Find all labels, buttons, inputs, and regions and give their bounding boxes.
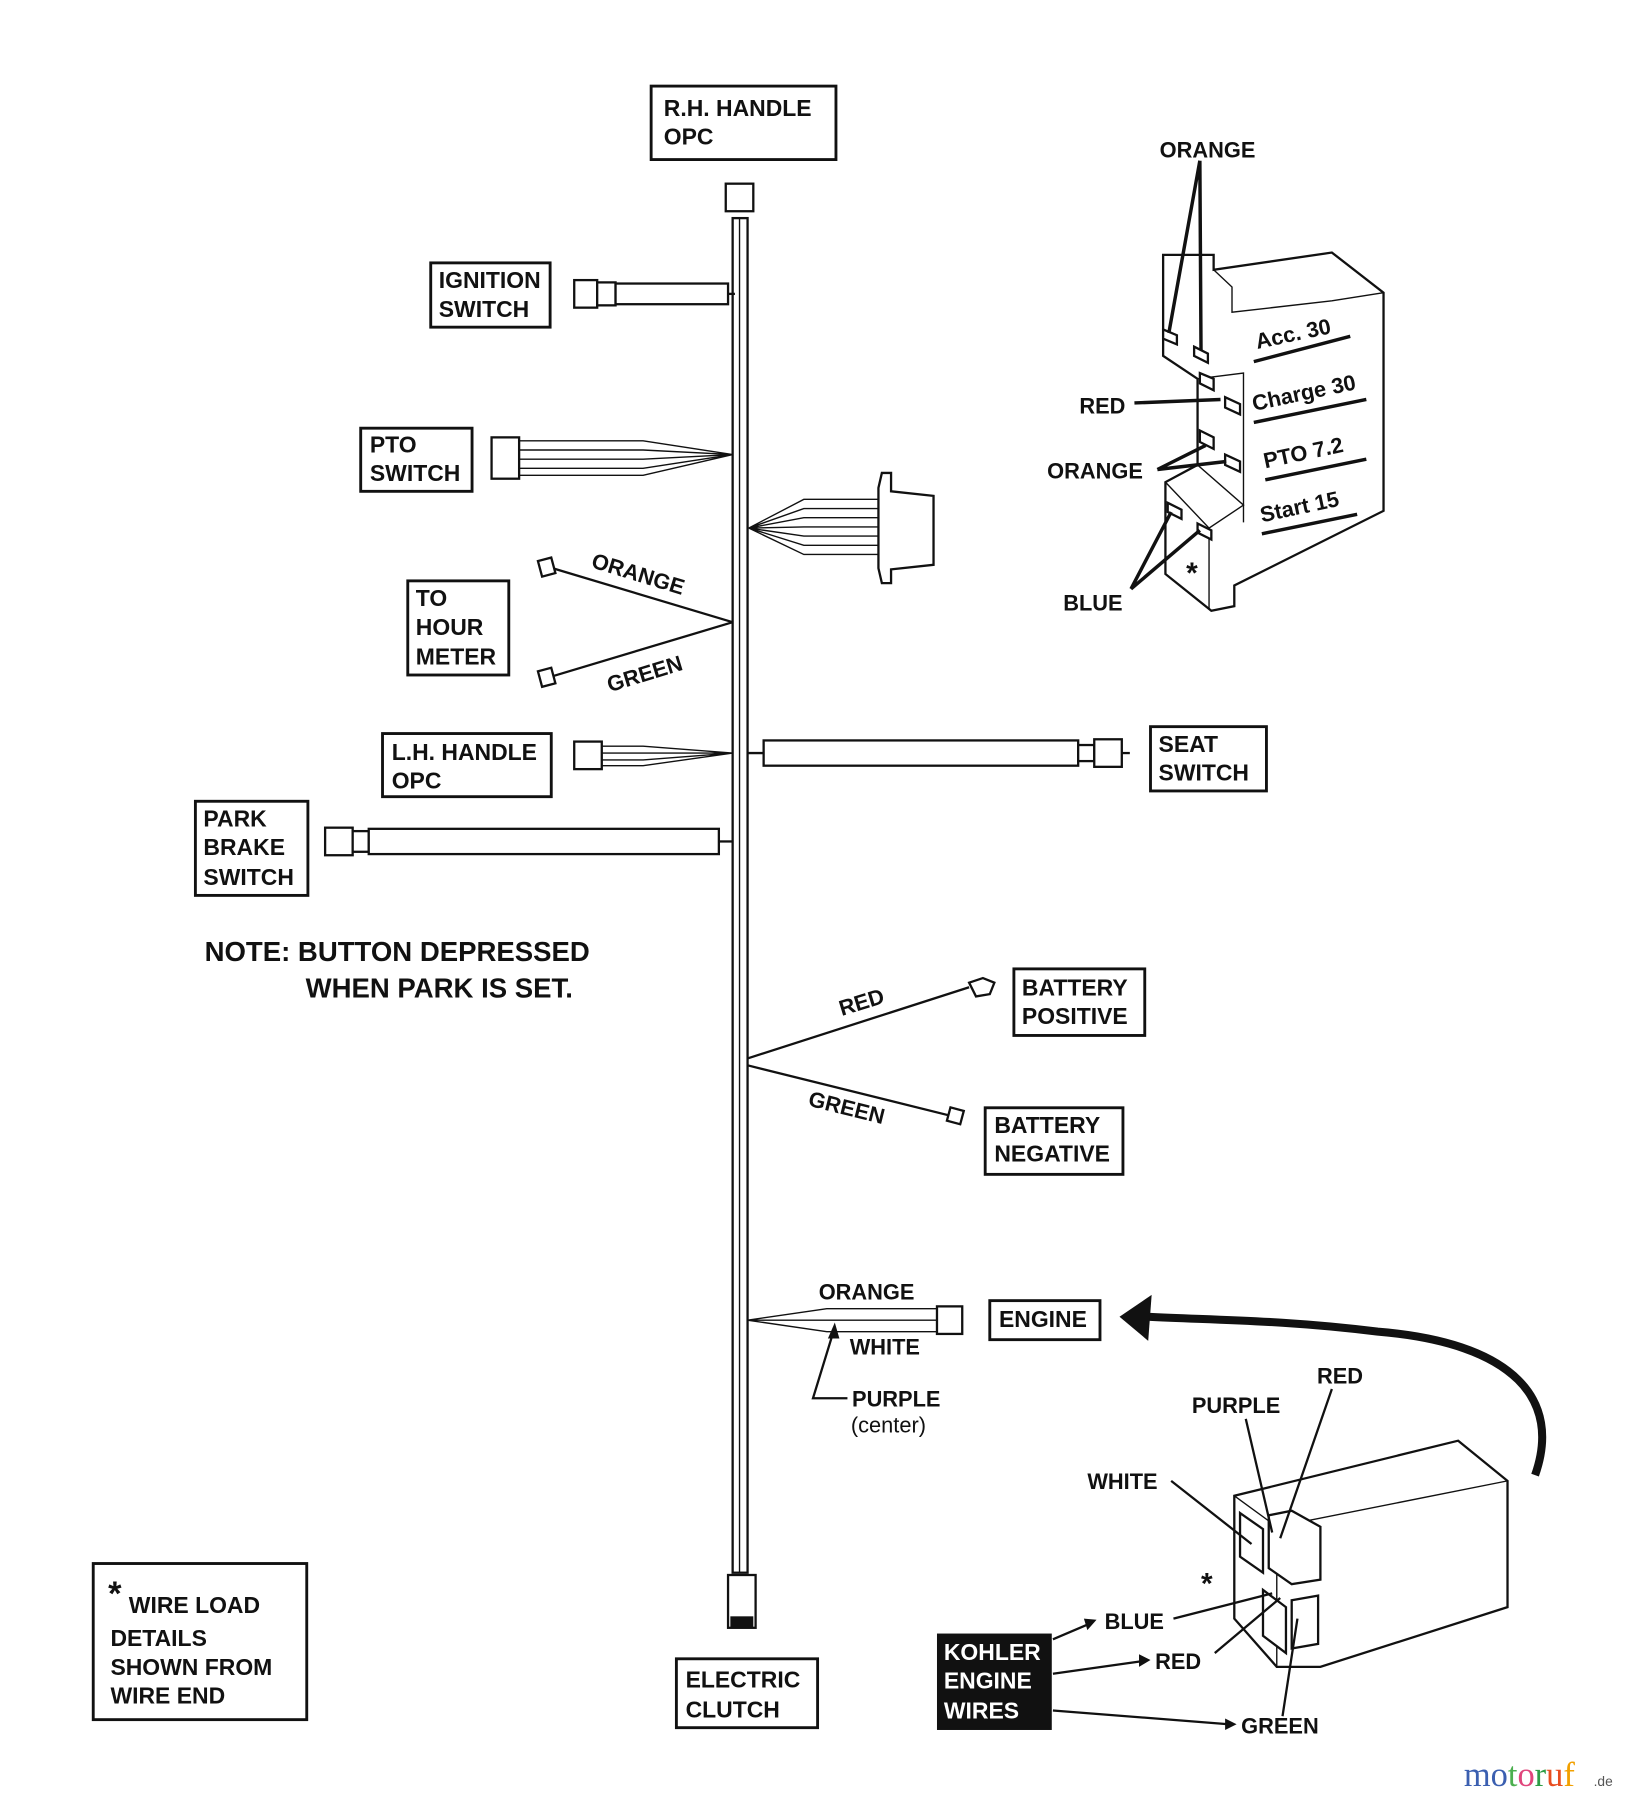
kohler-engine-wires-label: KOHLER ENGINE WIRES [936,1618,1237,1730]
svg-text:motoruf: motoruf [1464,1756,1575,1794]
svg-text:WIRES: WIRES [944,1697,1019,1723]
svg-text:ENGINE: ENGINE [944,1668,1032,1694]
svg-text:SWITCH: SWITCH [370,460,460,486]
svg-text:WHITE: WHITE [1087,1469,1157,1494]
svg-text:WIRE LOAD: WIRE LOAD [129,1592,260,1618]
engine-wires: ORANGE WHITE PURPLE (center) [747,1279,964,1438]
svg-text:IGNITION: IGNITION [439,267,541,293]
park-note: NOTE: BUTTON DEPRESSED WHEN PARK IS SET. [205,936,590,1004]
park-brake-switch-connector [323,826,733,857]
ignition-switch-label: IGNITION SWITCH [429,261,552,329]
seat-switch-label: SEAT SWITCH [1149,725,1268,793]
svg-text:CLUTCH: CLUTCH [686,1696,780,1722]
main-harness [724,182,757,1629]
svg-text:GREEN: GREEN [1241,1713,1319,1738]
svg-text:*: * [1186,557,1198,590]
svg-text:KOHLER: KOHLER [944,1639,1041,1665]
svg-text:*: * [108,1575,122,1613]
svg-text:ELECTRIC: ELECTRIC [686,1667,801,1693]
svg-text:PURPLE: PURPLE [1192,1393,1280,1418]
svg-text:PURPLE: PURPLE [852,1386,940,1411]
lh-handle-opc-label: L.H. HANDLE OPC [381,732,553,799]
hour-meter-label: TO HOUR METER [406,579,511,677]
rh-handle-opc-label: R.H. HANDLE OPC [649,84,838,162]
hour-meter-wires: ORANGE GREEN [536,548,733,697]
engine-connector-detail: PURPLE RED WHITE * BLUE RED GREEN [1087,1294,1547,1738]
svg-text:DETAILS: DETAILS [110,1625,206,1651]
motoruf-watermark: motoruf .de [1464,1756,1613,1794]
svg-text:R.H. HANDLE: R.H. HANDLE [664,95,812,121]
svg-text:WIRE END: WIRE END [110,1683,225,1709]
svg-text:ORANGE: ORANGE [1160,137,1256,162]
svg-text:(center): (center) [851,1413,926,1438]
battery-positive-label: BATTERY POSITIVE [1012,967,1147,1037]
key-switch-harness-connector [748,471,935,585]
svg-text:SHOWN FROM: SHOWN FROM [110,1654,272,1680]
svg-text:ORANGE: ORANGE [589,548,688,600]
seat-switch-connector [747,738,1130,768]
svg-text:WHITE: WHITE [850,1335,920,1360]
svg-text:ORANGE: ORANGE [819,1279,915,1304]
svg-text:BRAKE: BRAKE [203,834,285,860]
pto-switch-connector [490,436,733,480]
svg-text:OPC: OPC [664,124,714,150]
svg-text:NEGATIVE: NEGATIVE [994,1141,1110,1167]
svg-text:GREEN: GREEN [806,1086,887,1129]
svg-text:POSITIVE: POSITIVE [1022,1003,1128,1029]
svg-text:ORANGE: ORANGE [1047,459,1143,484]
svg-text:PTO: PTO [370,431,417,457]
svg-text:RED: RED [1317,1363,1363,1388]
svg-text:RED: RED [1079,393,1125,418]
svg-text:BATTERY: BATTERY [1022,974,1128,1000]
pto-switch-label: PTO SWITCH [359,426,474,493]
svg-text:BATTERY: BATTERY [994,1112,1100,1138]
svg-text:ENGINE: ENGINE [999,1306,1087,1332]
svg-text:OPC: OPC [392,768,442,794]
key-switch-detail: ORANGE RED ORANGE BLUE * Acc. 30 Charge … [1047,137,1385,616]
svg-text:*: * [1201,1567,1213,1600]
park-brake-switch-label: PARK BRAKE SWITCH [193,799,310,897]
svg-text:METER: METER [416,644,497,670]
svg-text:.de: .de [1594,1774,1613,1789]
svg-text:HOUR: HOUR [416,614,484,640]
svg-text:RED: RED [1155,1649,1201,1674]
svg-text:BLUE: BLUE [1063,591,1122,616]
engine-label: ENGINE [988,1299,1102,1342]
wire-load-note: * WIRE LOAD DETAILS SHOWN FROM WIRE END [91,1562,309,1722]
svg-text:L.H. HANDLE: L.H. HANDLE [392,739,537,765]
svg-text:WHEN PARK IS SET.: WHEN PARK IS SET. [306,973,573,1004]
svg-text:TO: TO [416,585,447,611]
battery-negative-label: BATTERY NEGATIVE [983,1106,1125,1176]
electric-clutch-label: ELECTRIC CLUTCH [674,1657,820,1730]
battery-wires: RED GREEN [747,976,996,1129]
svg-text:SWITCH: SWITCH [1159,760,1249,786]
svg-text:SWITCH: SWITCH [439,296,529,322]
ignition-switch-connector [573,278,735,309]
svg-text:BLUE: BLUE [1105,1609,1164,1634]
svg-text:PARK: PARK [203,806,267,832]
svg-text:NOTE: BUTTON DEPRESSED: NOTE: BUTTON DEPRESSED [205,936,590,967]
svg-text:SWITCH: SWITCH [203,864,293,890]
lh-handle-opc-connector [573,740,733,771]
svg-text:SEAT: SEAT [1159,731,1218,757]
